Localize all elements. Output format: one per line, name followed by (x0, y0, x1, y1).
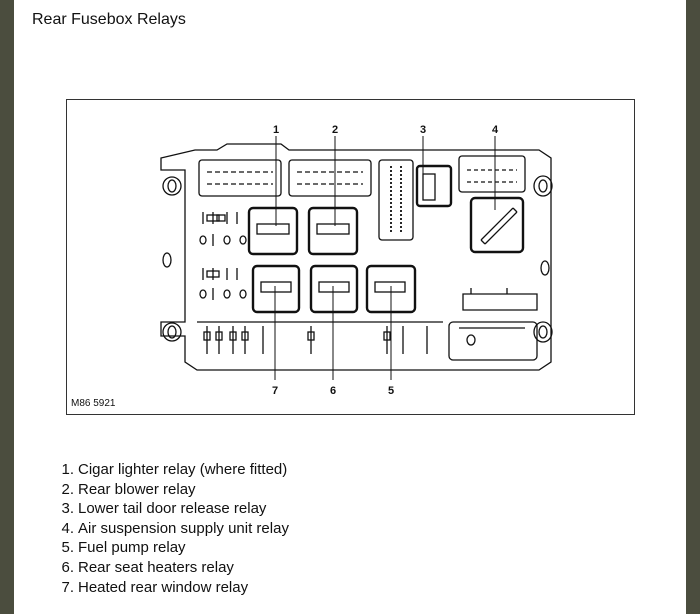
callout-3: 3 (420, 124, 426, 136)
relay-legend: 1.Cigar lighter relay (where fitted) 2.R… (50, 460, 289, 597)
legend-item: 2.Rear blower relay (61, 480, 196, 498)
fusebox-drawing: 1 2 3 4 5 6 7 (160, 124, 553, 397)
fuse-row-bottom (197, 321, 443, 354)
figure-code: M86 5921 (71, 398, 116, 409)
mount-hole (162, 252, 172, 268)
connector (448, 321, 538, 361)
mount-hole (162, 322, 182, 342)
relay-2 (307, 206, 359, 256)
legend-item: 5.Fuel pump relay (61, 539, 186, 557)
callout-7: 7 (272, 385, 278, 397)
legend-item: 3.Lower tail door release relay (61, 500, 267, 518)
mount-hole (533, 321, 553, 343)
legend-item: 1.Cigar lighter relay (where fitted) (61, 461, 288, 478)
document-page: Rear Fusebox Relays (14, 0, 686, 614)
relay-1 (247, 206, 299, 256)
multi-pin-connector (378, 159, 414, 241)
legend-item: 7.Heated rear window relay (61, 578, 249, 596)
legend-item: 4.Air suspension supply unit relay (61, 519, 289, 537)
page-title: Rear Fusebox Relays (32, 11, 186, 28)
mount-hole (162, 176, 182, 196)
mount-hole (540, 260, 550, 276)
callout-2: 2 (332, 124, 338, 136)
relay-4 (469, 196, 525, 254)
connector (458, 155, 526, 193)
housing-outline (160, 143, 552, 371)
mount-hole (533, 175, 553, 197)
fusebox-diagram: 1 2 3 4 5 6 7 M86 5921 (66, 99, 635, 415)
callout-5: 5 (388, 385, 394, 397)
connector (288, 159, 372, 197)
relay-6 (309, 264, 359, 314)
callout-1: 1 (273, 124, 279, 136)
relay-3 (415, 164, 453, 208)
relay-7 (251, 264, 301, 314)
connector (198, 159, 282, 197)
fuse-column-left (199, 212, 247, 300)
callout-6: 6 (330, 385, 336, 397)
legend-item: 6.Rear seat heaters relay (61, 558, 234, 576)
callout-4: 4 (492, 124, 499, 136)
